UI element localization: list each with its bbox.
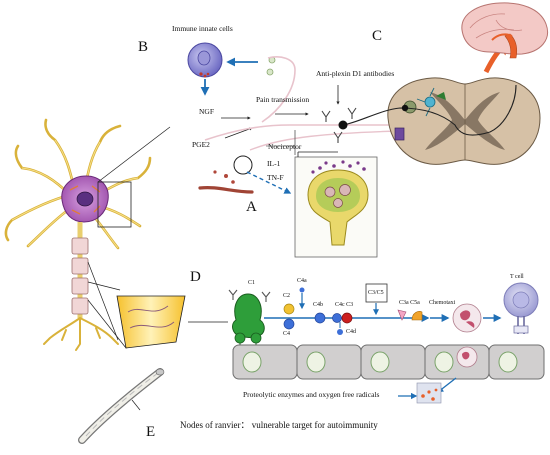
- label-c1: C1: [248, 280, 256, 286]
- free-antibody: [228, 289, 238, 300]
- spinal-cord-group: [321, 37, 541, 165]
- label-c3-c5: C3/C5: [368, 290, 384, 296]
- neuron-group: [4, 118, 171, 351]
- c3-protein: [341, 312, 353, 324]
- mediator-granule: [266, 68, 274, 76]
- free-antibody: [261, 291, 271, 302]
- label-c3a-c5a: C3a C5a: [399, 300, 420, 306]
- brainstem: [504, 33, 518, 59]
- panel-a-group: [198, 151, 378, 258]
- label-c4: C4: [283, 331, 291, 337]
- node-zoom-panel: [116, 295, 186, 349]
- label-c4d: C4d: [346, 329, 357, 335]
- label-c2: C2: [283, 293, 291, 299]
- brain-group: [461, 2, 548, 59]
- label-pain-transmission: Pain transmission: [256, 95, 310, 104]
- tcr-receptor: [513, 325, 529, 334]
- label-c4c-c3: C4c C3: [335, 302, 354, 308]
- nociceptor-fibers: [204, 56, 441, 155]
- label-tnf: TN-F: [267, 173, 284, 182]
- axon-terminals: [43, 317, 119, 351]
- neuron-nucleus: [76, 191, 94, 207]
- vesicle: [324, 186, 336, 198]
- c3a-fragment: [397, 309, 407, 321]
- spinal-pathway: [342, 84, 517, 136]
- label-t-cell: T cell: [510, 274, 524, 280]
- label-c4a: C4a: [297, 278, 307, 284]
- myelin-segment: [71, 237, 89, 255]
- label-ngf: NGF: [199, 107, 215, 116]
- caption-nodes-of-ranvier: Nodes of ranvier： vulnerable target for …: [180, 420, 378, 430]
- vesicle: [339, 184, 351, 196]
- anti-plexin-antibody: [333, 131, 343, 143]
- node-zoom-group: [116, 295, 228, 349]
- panel-label-d: D: [190, 269, 201, 285]
- panel-label-a: A: [246, 199, 257, 215]
- nociceptor-fiber: [261, 56, 296, 123]
- vesicle: [333, 198, 343, 208]
- anti-plexin-antibody: [321, 110, 331, 122]
- afferent-terminal: [394, 127, 405, 141]
- panel-label-c: C: [372, 28, 383, 44]
- myelin-segment: [71, 277, 89, 295]
- c4a-fragment: [299, 287, 305, 293]
- myelinated-fiber-group: [78, 368, 165, 444]
- c4b-protein: [314, 312, 326, 324]
- label-il1: IL-1: [267, 159, 281, 168]
- nociceptor-terminal: [233, 155, 253, 175]
- blood-vessel: [198, 185, 254, 194]
- c4-protein: [283, 318, 295, 330]
- microglia-cell: [424, 96, 436, 108]
- immune-cell-nucleus: [197, 50, 211, 66]
- c1-complex: [232, 293, 265, 338]
- label-proteolytic-enzymes: Proteolytic enzymes and oxygen free radi…: [243, 390, 380, 399]
- panel-label-b: B: [138, 39, 149, 55]
- afferent-terminal: [436, 92, 446, 100]
- c2-protein: [283, 303, 295, 315]
- immune-cell-group: [187, 42, 276, 139]
- label-anti-plexin-d1: Anti-plexin D1 antibodies: [316, 69, 395, 78]
- complement-group: [228, 282, 545, 404]
- c3-c5-convertase-box: [365, 283, 388, 303]
- c5a-fragment: [411, 311, 423, 321]
- label-c4b: C4b: [313, 302, 324, 308]
- c4d-fragment: [337, 329, 343, 335]
- nociceptor-fiber: [204, 124, 440, 141]
- c4c-protein: [332, 313, 342, 323]
- panel-label-e: E: [146, 424, 156, 440]
- label-pge2: PGE2: [192, 140, 210, 149]
- soma-zoom-box: [97, 181, 132, 228]
- myelin-segment: [71, 257, 89, 275]
- myelin-segment: [71, 297, 89, 315]
- anti-plexin-antibody: [347, 107, 357, 119]
- label-immune-innate-cells: Immune innate cells: [172, 24, 233, 33]
- label-chemotaxis: Chemotaxi: [429, 300, 456, 306]
- label-nociceptor: Nociceptor: [268, 142, 302, 151]
